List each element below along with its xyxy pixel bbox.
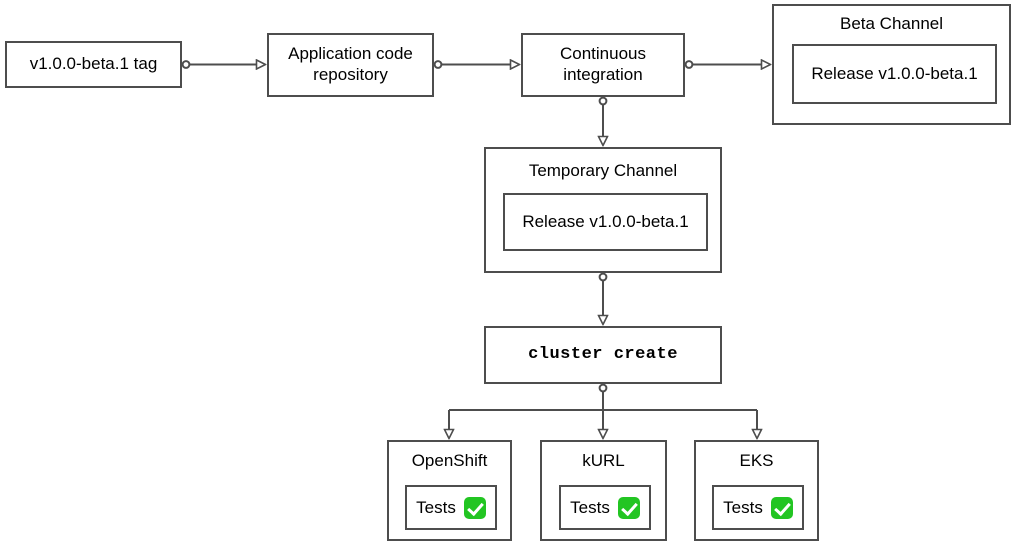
node-version-tag-label: v1.0.0-beta.1 tag <box>29 54 158 74</box>
node-eks[interactable]: EKS Tests <box>694 440 819 541</box>
node-application-code-repository-label: Application code repository <box>288 44 413 84</box>
temporary-channel-release-box[interactable]: Release v1.0.0-beta.1 <box>503 193 708 251</box>
node-continuous-integration-label: Continuous integration <box>559 44 646 84</box>
openshift-tests-box[interactable]: Tests <box>405 485 497 530</box>
node-kurl-title: kURL <box>582 451 625 470</box>
node-version-tag[interactable]: v1.0.0-beta.1 tag <box>5 41 182 88</box>
node-cluster-create[interactable]: cluster create <box>484 326 722 384</box>
node-openshift-title: OpenShift <box>411 451 488 470</box>
beta-channel-release-box[interactable]: Release v1.0.0-beta.1 <box>792 44 997 104</box>
node-cluster-create-label: cluster create <box>528 344 678 364</box>
kurl-tests-box[interactable]: Tests <box>559 485 651 530</box>
node-kurl[interactable]: kURL Tests <box>540 440 667 541</box>
temporary-channel-release-label: Release v1.0.0-beta.1 <box>522 212 689 231</box>
node-eks-title: EKS <box>739 451 774 470</box>
check-mark-green-icon <box>617 496 640 519</box>
node-openshift[interactable]: OpenShift Tests <box>387 440 512 541</box>
node-beta-channel[interactable]: Beta Channel Release v1.0.0-beta.1 <box>772 4 1011 125</box>
node-temporary-channel[interactable]: Temporary Channel Release v1.0.0-beta.1 <box>484 147 722 273</box>
kurl-tests-label: Tests <box>570 497 610 517</box>
openshift-tests-label: Tests <box>416 497 456 517</box>
check-mark-green-icon <box>463 496 486 519</box>
check-mark-green-icon <box>770 496 793 519</box>
node-beta-channel-title: Beta Channel <box>839 14 944 33</box>
eks-tests-label: Tests <box>723 497 763 517</box>
eks-tests-box[interactable]: Tests <box>712 485 804 530</box>
node-continuous-integration[interactable]: Continuous integration <box>521 33 685 97</box>
beta-channel-release-label: Release v1.0.0-beta.1 <box>811 64 978 83</box>
node-application-code-repository[interactable]: Application code repository <box>267 33 434 97</box>
node-temporary-channel-title: Temporary Channel <box>528 161 678 180</box>
